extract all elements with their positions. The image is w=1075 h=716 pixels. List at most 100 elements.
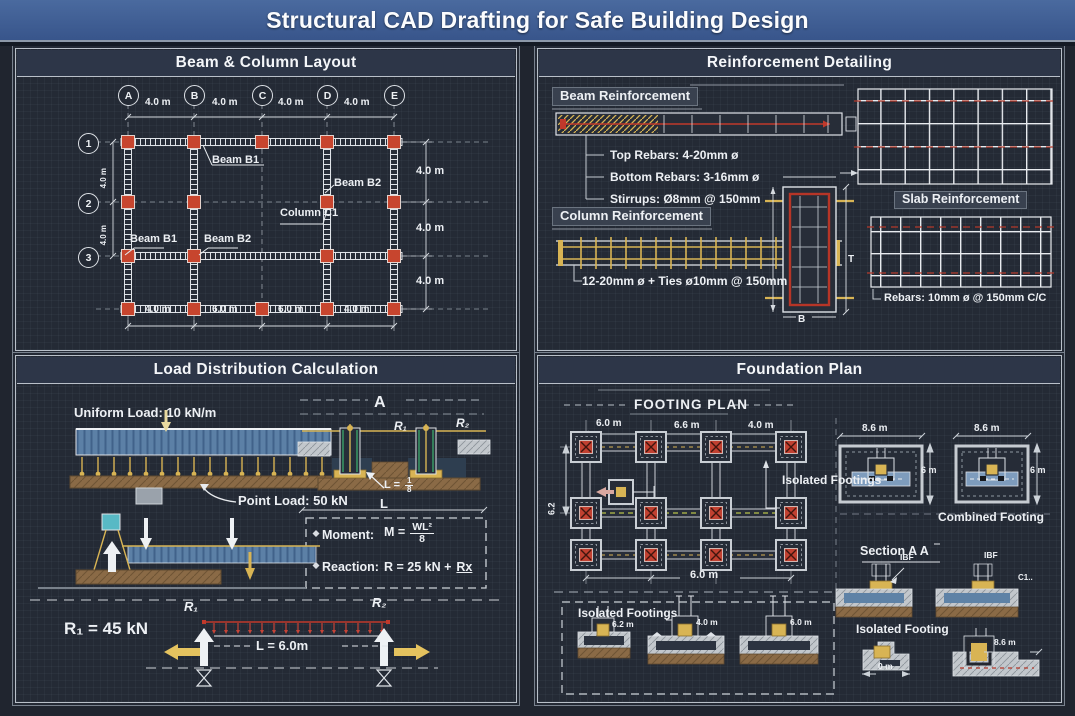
panel-title: Load Distribution Calculation — [153, 361, 379, 378]
isolated-footing-label: Isolated Footing — [856, 622, 949, 636]
panel-title: Reinforcement Detailing — [706, 54, 893, 71]
footing-dim-left: 6.2 — [546, 502, 557, 515]
section-aa-1 — [835, 563, 913, 618]
panel-header: Foundation Plan — [539, 357, 1060, 384]
panel-header: Beam & Column Layout — [17, 50, 515, 77]
bottom-r2-label: R₂ — [372, 595, 387, 610]
note-slab-rebar: Rebars: 10mm ø @ 150mm C/C — [884, 292, 1047, 304]
label-beam-b2-top: Beam B2 — [334, 177, 382, 189]
span-dim-label: L = 6.0m — [256, 638, 309, 653]
panel-header: Reinforcement Detailing — [539, 50, 1060, 77]
strip-section-2 — [647, 595, 725, 665]
bottom-r1-label: R₁ — [184, 599, 198, 614]
tag-ibf-2: IBF — [984, 550, 998, 560]
slab-mesh-bottom — [867, 216, 1055, 300]
dim-right-3: 4.0 m — [416, 275, 445, 287]
isolated-footing-strip — [561, 595, 835, 695]
grid-bubble-d: D — [317, 85, 338, 106]
pier-1 — [333, 424, 367, 479]
dim-top-2: 4.0 m — [212, 97, 238, 108]
grid-bubble-3: 3 — [78, 247, 99, 268]
combined-footing-plans — [836, 432, 1050, 545]
point-load-beam — [38, 513, 320, 589]
combined-height-2: 6 m — [1030, 465, 1046, 475]
section-aa-2 — [935, 563, 1019, 618]
isolated-footings-strip-label: Isolated Footings — [578, 606, 678, 620]
dim-left-2: 4.0 m — [99, 224, 109, 246]
footings — [570, 431, 807, 571]
combined-footing-label: Combined Footing — [938, 510, 1044, 524]
combined-dim-2: 8.6 m — [974, 423, 1000, 434]
note-stirrups: Stirrups: Ø8mm @ 150mm — [610, 192, 761, 206]
label-beam-b1-top: Beam B1 — [212, 154, 260, 166]
slab-mesh-top — [854, 88, 1056, 185]
strip-dim-2: 4.0 m — [696, 617, 718, 627]
dim-right-2: 4.0 m — [416, 222, 445, 234]
footing-dim-2: 6.6 m — [674, 420, 700, 431]
strip-dim-3: 6.0 m — [790, 617, 812, 627]
title-banner: Structural CAD Drafting for Safe Buildin… — [0, 0, 1075, 42]
note-column-rebar: 12-20mm ø + Ties ø10mm @ 150mm — [582, 274, 788, 288]
panel-header: Load Distribution Calculation — [17, 357, 515, 384]
grid-bubble-b: B — [184, 85, 205, 106]
label-leaders — [124, 144, 335, 256]
mini-dim-2: 8.6 m — [994, 637, 1016, 647]
dim-section-b: B — [798, 314, 806, 325]
strip-dim-1: 6.2 m — [612, 619, 634, 629]
dim-bottom-4: 4.0 m — [344, 304, 370, 315]
footing-dim-bottom: 6.0 m — [690, 569, 719, 581]
panel-foundation-plan: Foundation Plan — [537, 355, 1062, 703]
strip-section-3 — [739, 595, 819, 665]
moment-label: Moment: — [322, 528, 375, 542]
grid-bubble-c: C — [252, 85, 273, 106]
dim-right-1: 4.0 m — [416, 165, 445, 177]
section-aa-drawings — [835, 561, 1019, 618]
dim-top-4: 4.0 m — [344, 97, 370, 108]
reaction-formula: R = 25 kN + Rx — [384, 560, 473, 574]
load-distribution-drawing — [30, 399, 500, 687]
reaction-label: Reaction: — [322, 560, 379, 574]
reinforcement-drawing — [552, 84, 1056, 318]
uniform-load-beam — [69, 410, 353, 505]
column-markers — [121, 135, 401, 316]
panel-load-distribution: Load Distribution Calculation — [15, 355, 517, 703]
dim-bottom-2: 6.0 m — [212, 304, 238, 315]
dim-top-3: 4.0 m — [278, 97, 304, 108]
r1-value-label: R₁ = 45 kN — [64, 619, 149, 638]
isolated-footings-label: Isolated Footings — [782, 473, 882, 487]
beam-reinforcement-drawing — [555, 112, 857, 200]
tag-c1: C1.. — [1018, 573, 1033, 582]
slab-reinforcement-heading: Slab Reinforcement — [894, 191, 1028, 210]
section-aa-label: Section A A — [860, 544, 929, 558]
panel-title: Beam & Column Layout — [175, 54, 357, 71]
footing-dim-3: 4.0 m — [748, 420, 774, 431]
formula-box — [305, 517, 487, 589]
reaction-r2-label: R₂ — [456, 416, 470, 430]
point-load-label: Point Load: 50 kN — [238, 493, 348, 508]
label-column-c1: Column C1 — [280, 207, 339, 219]
pier-2 — [409, 424, 443, 479]
page-title: Structural CAD Drafting for Safe Buildin… — [266, 6, 809, 33]
isolated-footing-details — [862, 628, 1043, 677]
panel-beam-column-layout: Beam & Column Layout — [15, 48, 517, 351]
offset-footing — [596, 479, 655, 505]
beam-column-layout-drawing — [96, 104, 488, 331]
grid-bubble-a: A — [118, 85, 139, 106]
section-a-drawing — [297, 399, 491, 514]
dim-bottom-1: 4.0 m — [145, 304, 171, 315]
reaction-beam — [146, 620, 438, 687]
dimension-lines — [109, 113, 432, 331]
tag-ibf-1: IBF — [900, 552, 914, 562]
note-bottom-rebars: Bottom Rebars: 3-16mm ø — [610, 170, 760, 184]
mini-dim-1: 0 m — [878, 661, 893, 671]
beam-reinforcement-heading: Beam Reinforcement — [552, 87, 699, 106]
uniform-load-label: Uniform Load: 10 kN/m — [74, 405, 217, 420]
section-a-label: A — [374, 394, 386, 411]
note-top-rebars: Top Rebars: 4-20mm ø — [610, 148, 739, 162]
foundation-plan-drawing — [554, 389, 1050, 695]
label-beam-b2-mid: Beam B2 — [204, 233, 252, 245]
label-beam-b1-mid: Beam B1 — [130, 233, 178, 245]
